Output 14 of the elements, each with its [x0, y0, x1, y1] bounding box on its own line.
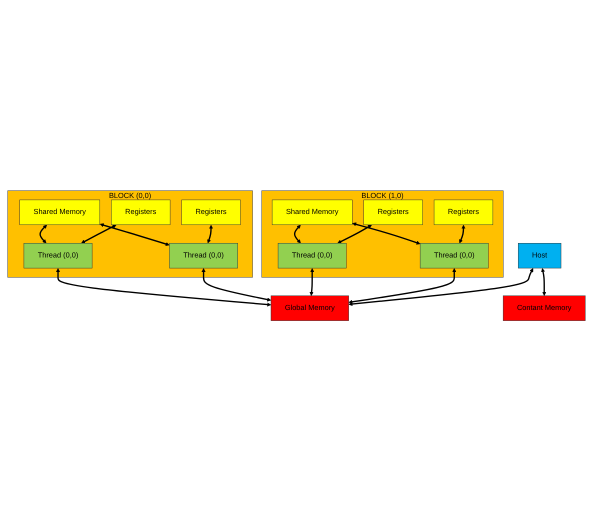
arrow — [207, 225, 214, 244]
arrow — [459, 225, 466, 244]
arrow — [541, 268, 546, 296]
arrow — [348, 268, 456, 304]
arrow — [39, 225, 48, 244]
arrow — [100, 224, 170, 246]
arrow — [294, 225, 301, 244]
arrow — [202, 268, 272, 302]
arrow — [348, 268, 534, 306]
arrow — [81, 225, 116, 244]
arrow — [337, 225, 372, 244]
arrow — [56, 268, 272, 307]
arrow — [310, 268, 314, 296]
arrow — [352, 222, 420, 245]
